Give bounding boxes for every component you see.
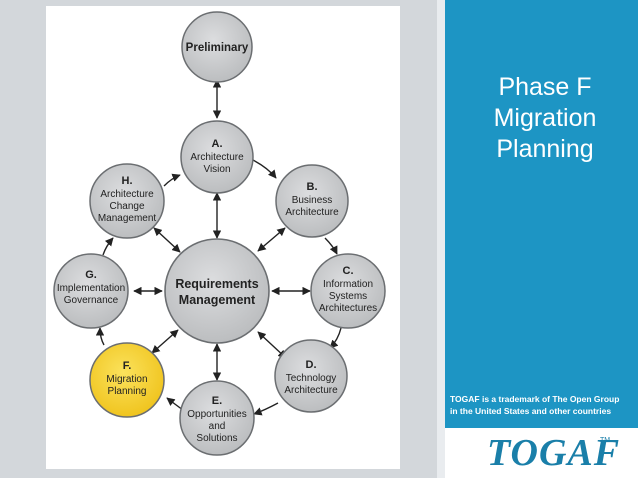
phase-c-letter: C. [343, 265, 354, 277]
node-phase-h: H. Architecture Change Management [89, 163, 165, 239]
phase-c-line-3: Architectures [319, 303, 377, 314]
phase-c-line-2: Systems [329, 291, 367, 302]
togaf-logo-tm: TM [600, 437, 611, 444]
preliminary-label: Preliminary [186, 42, 249, 54]
phase-h-line-2: Change [109, 201, 144, 212]
node-phase-g: G. Implementation Governance [53, 253, 129, 329]
phase-h-letter: H. [122, 175, 133, 187]
node-phase-d: D. Technology Architecture [274, 339, 348, 413]
trademark-line-1: TOGAF is a trademark of The Open Group [450, 394, 620, 404]
spoke-b [257, 227, 286, 252]
arrow-c-d [329, 327, 342, 349]
phase-a-letter: A. [212, 138, 223, 150]
title-panel [445, 0, 638, 428]
phase-b-line-1: Business [292, 195, 333, 206]
phase-b-letter: B. [307, 181, 318, 193]
spoke-h [153, 227, 181, 253]
phase-e-line-3: Solutions [196, 433, 237, 444]
center-line-1: Requirements [175, 277, 258, 291]
spoke-f [151, 329, 179, 354]
phase-h-line-1: Architecture [100, 189, 154, 200]
phase-c-line-1: Information [323, 279, 373, 290]
arrow-d-e [253, 402, 279, 416]
phase-d-line-2: Architecture [284, 385, 338, 396]
center-line-2: Management [179, 293, 256, 307]
logo-area [445, 428, 638, 478]
phase-d-line-1: Technology [286, 373, 337, 384]
arrow-b-c [324, 237, 338, 255]
node-phase-c: C. Information Systems Architectures [310, 253, 386, 329]
togaf-adm-cycle-diagram: Preliminary A. Architecture Vision B. Bu… [53, 11, 386, 456]
phase-title-line-2: Migration [493, 104, 597, 132]
node-requirements-management: Requirements Management [164, 238, 270, 344]
trademark-line-2: in the United States and other countries [450, 406, 612, 416]
phase-e-line-1: Opportunities [187, 409, 246, 420]
phase-g-line-2: Governance [64, 295, 119, 306]
arrow-h-a [163, 173, 181, 187]
node-phase-b: B. Business Architecture [275, 164, 349, 238]
phase-b-line-2: Architecture [285, 207, 339, 218]
phase-a-line-1: Architecture [190, 152, 244, 163]
phase-title-line-1: Phase F [498, 73, 592, 101]
phase-g-line-1: Implementation [57, 283, 125, 294]
node-phase-f: F. Migration Planning [89, 342, 165, 418]
phase-f-line-2: Planning [108, 386, 147, 397]
phase-a-line-2: Vision [203, 164, 230, 175]
arrow-f-g [95, 327, 105, 346]
phase-e-line-2: and [209, 421, 226, 432]
trademark-notice: TOGAF is a trademark of The Open Group i… [450, 393, 636, 417]
phase-f-line-1: Migration [106, 374, 147, 385]
phase-d-letter: D. [306, 359, 317, 371]
arrow-a-b [252, 159, 277, 179]
divider-stripe [437, 0, 445, 478]
node-phase-e: E. Opportunities and Solutions [179, 380, 255, 456]
phase-e-letter: E. [212, 395, 222, 407]
phase-title: Phase F Migration Planning [475, 72, 615, 165]
phase-f-letter: F. [123, 360, 132, 372]
spoke-d [257, 331, 287, 359]
togaf-logo: TOGAF [487, 432, 621, 474]
node-preliminary: Preliminary [181, 11, 253, 83]
node-phase-a: A. Architecture Vision [180, 120, 254, 194]
phase-g-letter: G. [85, 269, 97, 281]
arrow-g-h [102, 237, 114, 256]
phase-h-line-3: Management [98, 213, 157, 224]
phase-title-line-3: Planning [496, 135, 594, 163]
